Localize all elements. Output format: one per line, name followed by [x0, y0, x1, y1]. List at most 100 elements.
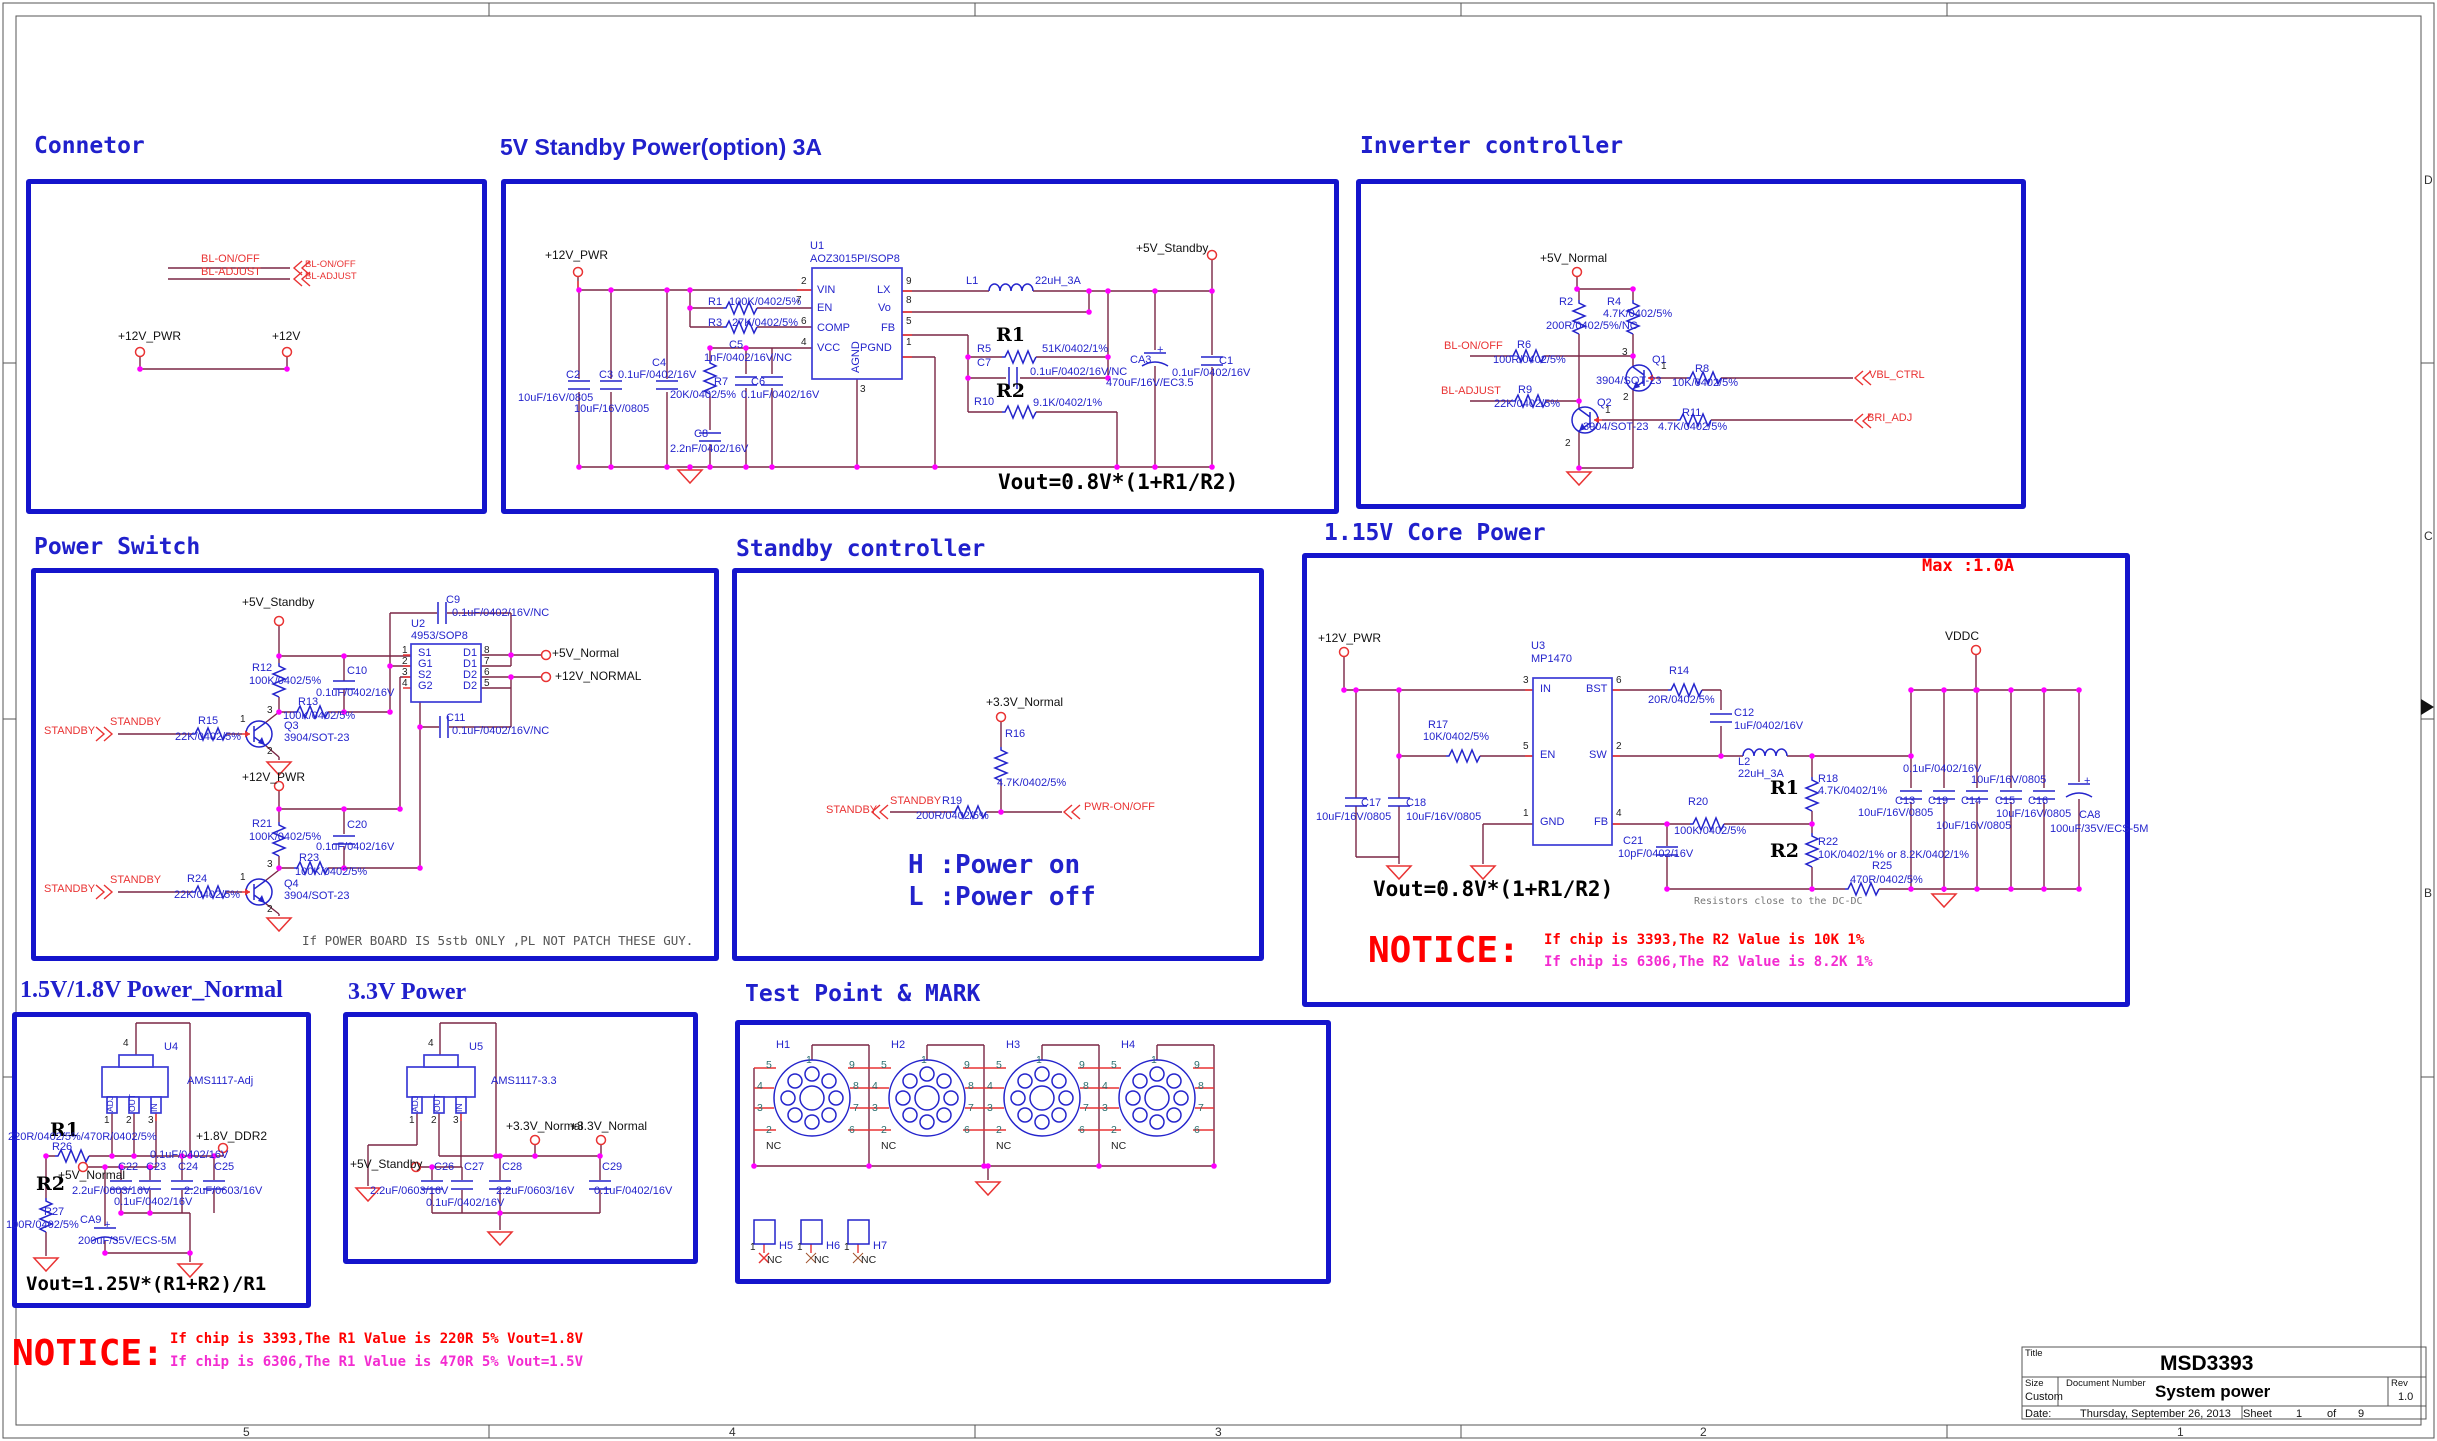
schematic-label: 3 — [148, 1115, 154, 1126]
schematic-label: 4 — [987, 1080, 993, 1092]
mark-h7 — [847, 1219, 870, 1245]
mark-h6 — [800, 1219, 823, 1245]
schematic-label: L1 — [966, 275, 979, 287]
schematic-label: + — [104, 1219, 111, 1231]
schematic-label: 9.1K/0402/1% — [1033, 397, 1103, 409]
schematic-label: VDDC — [1945, 629, 1980, 643]
schematic-label: 7 — [853, 1102, 859, 1114]
schematic-label: 0.1uF/0402/16V — [1172, 367, 1251, 379]
schematic-label: BL-ADJUST — [305, 271, 357, 282]
schematic-label: R16 — [1005, 728, 1026, 740]
schematic-label: 20K/0402/5% — [670, 389, 737, 401]
titleblock-grid — [2021, 1346, 2427, 1420]
schematic-label: 0.1uF/0402/16V/NC — [452, 725, 550, 737]
schematic-label: BST — [1586, 683, 1608, 695]
schematic-label: 1 — [409, 1115, 415, 1126]
schematic-label: 1 — [1661, 361, 1667, 372]
schematic-label: 3 — [1622, 347, 1628, 358]
schematic-label: IN — [454, 1103, 464, 1113]
schematic-label: CA8 — [2079, 809, 2101, 821]
schematic-label: 10K/0402/1% or 8.2K/0402/1% — [1818, 849, 1970, 861]
schematic-label: 1 — [402, 645, 408, 656]
schematic-label: MP1470 — [1531, 653, 1572, 665]
schematic-label: C19 — [1928, 795, 1949, 807]
schematic-label: 5 — [766, 1059, 772, 1071]
schematic-label: H4 — [1121, 1039, 1136, 1051]
schematic-label: U3 — [1531, 640, 1546, 652]
chip-u1-aoz3015 — [811, 267, 903, 380]
schematic-label: IN — [149, 1103, 159, 1113]
schematic-label: LX — [877, 284, 891, 296]
schematic-label: C8 — [694, 428, 709, 440]
schematic-label: 8 — [484, 645, 490, 656]
schematic-label: +5V_Standby — [1136, 241, 1209, 255]
schematic-label: 3 — [402, 667, 408, 678]
schematic-label: 1 — [240, 872, 246, 883]
schematic-label: R1 — [708, 296, 723, 308]
schematic-label: C28 — [502, 1161, 523, 1173]
schematic-label: +12V_PWR — [545, 248, 609, 262]
schematic-label: +3.3V_Normal — [986, 695, 1064, 709]
schematic-label: 0.1uF/0402/16V — [150, 1149, 229, 1161]
schematic-label: +12V_PWR — [118, 329, 182, 343]
schematic-label: 10uF/16V/0805 — [1996, 808, 2072, 820]
schematic-label: PWR-ON/OFF — [1084, 801, 1155, 813]
schematic-label: R14 — [1669, 665, 1690, 677]
schematic-label: NC — [814, 1254, 830, 1266]
schematic-label: R8 — [1695, 363, 1710, 375]
schematic-label: 2 — [1616, 741, 1622, 752]
chevron-right-icon — [95, 726, 113, 742]
schematic-label: 7 — [968, 1102, 974, 1114]
schematic-label: 6 — [1616, 675, 1622, 686]
schematic-label: 4.7K/0402/5% — [1603, 308, 1673, 320]
schematic-label: 4953/SOP8 — [411, 630, 468, 642]
schematic-label: 100K/0402/5% — [283, 710, 356, 722]
schematic-label: R2 — [996, 380, 1026, 402]
schematic-label: R18 — [1818, 773, 1839, 785]
schematic-label: R26 — [52, 1141, 73, 1153]
schematic-label: 2.2uF/0603/16V — [72, 1185, 151, 1197]
schematic-label: R2 — [36, 1173, 66, 1195]
schematic-label: Vout=1.25V*(R1+R2)/R1 — [26, 1273, 267, 1295]
schematic-label: 0.1uF/0402/16V — [1903, 763, 1982, 775]
schematic-label: R19 — [942, 795, 963, 807]
schematic-label: D2 — [463, 669, 478, 681]
schematic-label: ADJ — [105, 1095, 115, 1112]
schematic-label: 5 — [881, 1059, 887, 1071]
schematic-label: 3 — [757, 1102, 763, 1114]
schematic-label: BL-ON/OFF — [201, 253, 260, 265]
schematic-label: 3 — [1102, 1102, 1108, 1114]
schematic-label: + — [1157, 344, 1164, 356]
schematic-label: 100R/0402/5% — [1493, 354, 1566, 366]
schematic-label: 9 — [906, 276, 912, 287]
schematic-label: D1 — [463, 647, 478, 659]
junction-dots — [43, 286, 2082, 1256]
schematic-label: Thursday, September 26, 2013 — [2080, 1408, 2231, 1420]
schematic-label: 2 — [267, 746, 273, 757]
schematic-label: 1 — [1605, 405, 1611, 416]
schematic-label: Resistors close to the DC-DC — [1694, 896, 1863, 907]
schematic-label: 9 — [849, 1059, 855, 1071]
schematic-label: VCC — [817, 342, 841, 354]
schematic-label: BL-ADJUST — [201, 266, 261, 278]
schematic-label: 2 — [1700, 1425, 1707, 1439]
schematic-label: C23 — [146, 1161, 167, 1173]
schematic-label: 2 — [126, 1115, 132, 1126]
schematic-label: 100R/0402/5% — [6, 1219, 79, 1231]
schematic-label: If chip is 6306,The R2 Value is 8.2K 1% — [1544, 954, 1873, 970]
schematic-label: Vout=0.8V*(1+R1/R2) — [1373, 877, 1614, 901]
schematic-label: 0.1uF/0402/16V — [426, 1197, 505, 1209]
schematic-label: C25 — [214, 1161, 235, 1173]
schematic-label: +12V_NORMAL — [555, 669, 642, 683]
schematic-label: 3 — [860, 384, 866, 395]
title-inverter: Inverter controller — [1360, 133, 1624, 159]
transistor-q3 — [241, 720, 273, 748]
standby-ctrl-wires — [871, 711, 1081, 820]
schematic-label: 6 — [1194, 1124, 1200, 1136]
schematic-label: 0.1uF/0402/16V — [114, 1196, 193, 1208]
chip-u3-mp1470 — [1532, 677, 1613, 846]
schematic-label: D2 — [463, 680, 478, 692]
schematic-label: IN — [1540, 683, 1551, 695]
schematic-label: 2 — [402, 656, 408, 667]
